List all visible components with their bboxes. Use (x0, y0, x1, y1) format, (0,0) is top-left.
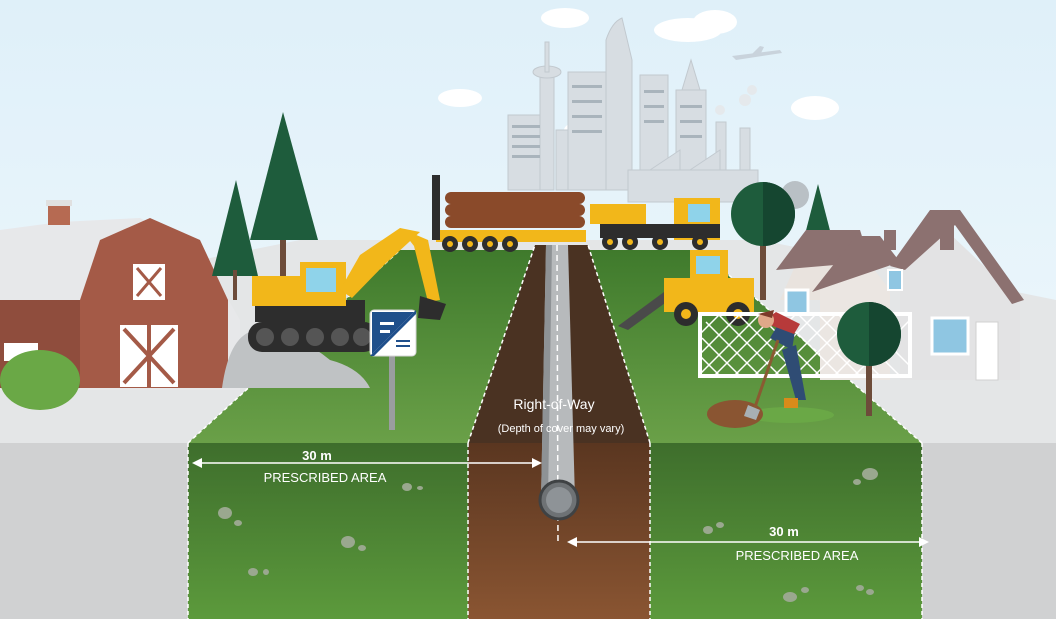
gardener-digging (707, 310, 834, 428)
measurement-arrows (192, 458, 929, 547)
pipeline-marker-sign (369, 309, 417, 430)
round-tree-back (731, 182, 795, 300)
round-tree-front (837, 302, 901, 416)
pipeline-shadow (541, 245, 552, 500)
right-of-way-label: Right-of-Way (513, 396, 594, 412)
left-distance-label: 30 m (302, 448, 332, 463)
barn (0, 200, 240, 410)
pine-trees-left (212, 112, 318, 300)
prescribed-zone-left (188, 443, 468, 619)
right-prescribed-area-label: PRESCRIBED AREA (736, 548, 859, 563)
bulldozer (618, 250, 754, 330)
right-distance-label: 30 m (769, 524, 799, 539)
houses (776, 210, 1024, 381)
rocks (218, 468, 878, 602)
lattice-fence (698, 312, 912, 378)
building-windows (512, 85, 702, 158)
left-prescribed-area-label: PRESCRIBED AREA (264, 470, 387, 485)
smoke (715, 85, 757, 115)
logging-truck (432, 175, 720, 252)
depth-of-cover-note: (Depth of cover may vary) (498, 423, 625, 435)
pipe-inner (546, 487, 572, 513)
airplane-icon (732, 46, 782, 60)
excavator (248, 228, 446, 352)
